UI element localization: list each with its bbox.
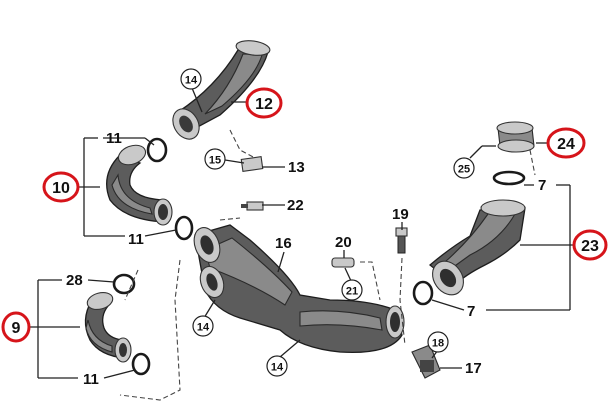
part-22-bolt [241, 201, 264, 211]
callout-11-upper: 11 [106, 130, 122, 147]
oring-7-lower [412, 280, 434, 306]
callout-12-highlight: 12 [245, 87, 283, 119]
part-24-clamp-ring [496, 121, 535, 153]
callout-11-lower: 11 [83, 371, 99, 388]
svg-text:21: 21 [346, 286, 358, 298]
part-13-sensor-plate [240, 156, 264, 172]
callout-13: 13 [288, 159, 305, 176]
svg-text:24: 24 [557, 136, 575, 153]
callout-24-highlight: 24 [546, 127, 586, 159]
oring-28 [112, 273, 136, 295]
part-10-elbow-hose [106, 144, 173, 226]
svg-text:14: 14 [197, 322, 210, 334]
part-16-intake-duct [193, 224, 405, 354]
callout-19: 19 [392, 206, 409, 223]
callout-14-left: 14 [192, 315, 214, 337]
svg-text:9: 9 [12, 320, 21, 337]
callout-28: 28 [66, 272, 83, 289]
callout-25: 25 [453, 157, 475, 179]
part-17-bracket [411, 344, 441, 379]
part-20-connector [331, 257, 355, 268]
oring-11-lower [131, 352, 151, 376]
oring-11-upper [146, 137, 168, 163]
svg-text:14: 14 [185, 75, 198, 87]
callout-22: 22 [287, 197, 304, 214]
callout-14-bottom: 14 [266, 355, 288, 377]
svg-text:15: 15 [209, 155, 221, 167]
part-19-sensor [395, 227, 408, 254]
oring-11-mid [174, 215, 194, 241]
leader-lines [30, 87, 575, 379]
callout-7-lower: 7 [467, 303, 475, 320]
svg-text:18: 18 [432, 338, 444, 350]
callout-17: 17 [465, 360, 482, 377]
callout-16: 16 [275, 235, 292, 252]
callout-23-highlight: 23 [572, 229, 608, 261]
part-23-right-hose [428, 199, 526, 296]
oring-7-upper [492, 170, 526, 186]
svg-text:10: 10 [52, 180, 70, 197]
callout-15: 15 [204, 148, 226, 170]
callout-11-mid: 11 [128, 231, 144, 248]
svg-text:14: 14 [271, 362, 284, 374]
callout-21: 21 [341, 279, 363, 301]
callout-9-highlight: 9 [1, 311, 31, 343]
assembly-dashed-lines [119, 129, 536, 401]
svg-text:25: 25 [458, 164, 470, 176]
part-9-small-hose [84, 292, 132, 363]
callout-20: 20 [335, 234, 352, 251]
svg-text:12: 12 [255, 96, 273, 113]
callout-10-highlight: 10 [42, 171, 80, 203]
svg-text:23: 23 [581, 238, 599, 255]
callout-18: 18 [427, 331, 449, 353]
callout-7-upper: 7 [538, 177, 546, 194]
callout-14-top: 14 [180, 68, 202, 90]
